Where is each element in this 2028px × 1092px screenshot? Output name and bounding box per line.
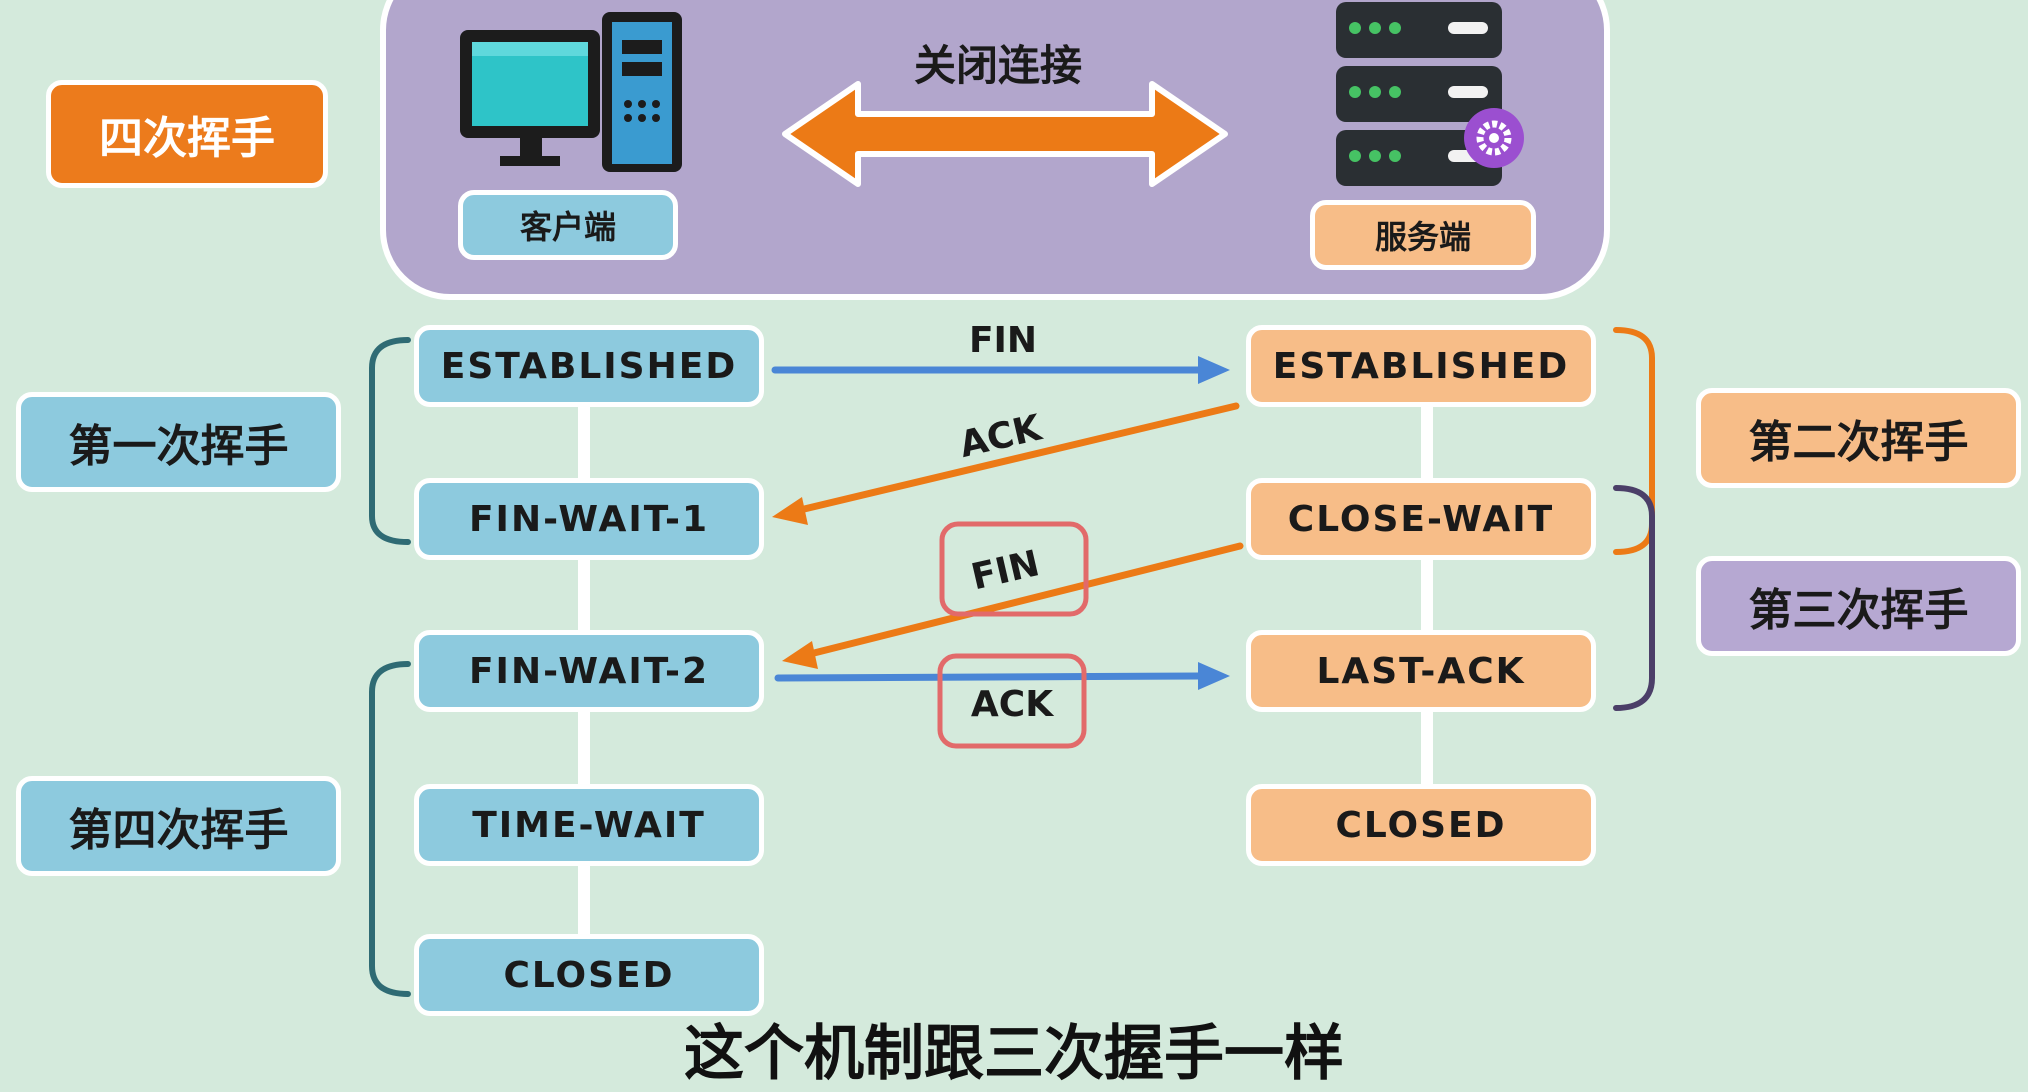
server-state-established: ESTABLISHED xyxy=(1246,325,1596,407)
bracket-second xyxy=(1613,327,1655,555)
arrow-ack-1 xyxy=(772,402,1240,525)
handshake-first: 第一次挥手 xyxy=(16,392,341,492)
handshake-third: 第三次挥手 xyxy=(1696,556,2021,656)
server-state-closed: CLOSED xyxy=(1246,784,1596,866)
double-arrow-icon xyxy=(782,81,1228,187)
server-state-close-wait: CLOSE-WAIT xyxy=(1246,478,1596,560)
bracket-first xyxy=(369,337,411,545)
client-label: 客户端 xyxy=(458,190,678,260)
computer-icon xyxy=(460,12,682,172)
client-state-fin-wait-2: FIN-WAIT-2 xyxy=(414,630,764,712)
gear-icon xyxy=(1464,108,1524,168)
server-icon xyxy=(1336,2,1502,186)
handshake-second: 第二次挥手 xyxy=(1696,388,2021,488)
client-state-time-wait: TIME-WAIT xyxy=(414,784,764,866)
banner-title: 关闭连接 xyxy=(914,41,1082,90)
server-label: 服务端 xyxy=(1310,200,1536,270)
handshake-fourth: 第四次挥手 xyxy=(16,776,341,876)
label-ack-2: ACK xyxy=(971,684,1054,725)
subtitle-caption: 这个机制跟三次握手一样 xyxy=(684,1019,1344,1089)
bracket-third xyxy=(1613,485,1655,711)
client-state-fin-wait-1: FIN-WAIT-1 xyxy=(414,478,764,560)
server-state-last-ack: LAST-ACK xyxy=(1246,630,1596,712)
highlight-fin xyxy=(939,521,1089,617)
arrow-ack-2 xyxy=(774,662,1230,690)
arrow-fin-2 xyxy=(782,542,1244,669)
arrow-fin-1 xyxy=(771,356,1230,384)
label-fin-1: FIN xyxy=(969,320,1037,361)
bracket-fourth xyxy=(369,661,411,997)
client-state-established: ESTABLISHED xyxy=(414,325,764,407)
title-tag: 四次挥手 xyxy=(46,80,328,188)
client-state-closed: CLOSED xyxy=(414,934,764,1016)
highlight-ack xyxy=(937,653,1087,749)
label-fin-2: FIN xyxy=(968,543,1044,598)
